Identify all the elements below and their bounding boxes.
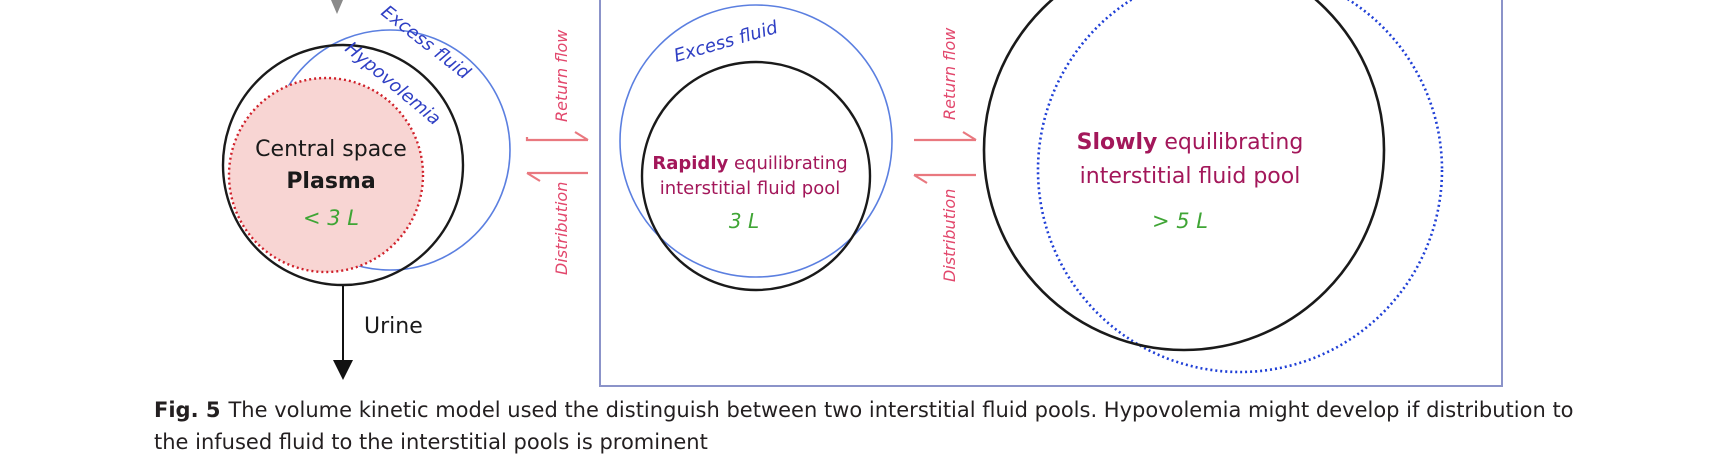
rapid-pool-volume: 3 L xyxy=(729,209,759,233)
distribution-label-left: Distribution xyxy=(552,182,571,275)
slow-pool-title: Slowly equilibrating xyxy=(1077,130,1304,155)
return-flow-arrow-right xyxy=(914,131,977,142)
urine-label: Urine xyxy=(364,314,423,339)
volume-kinetic-diagram: Excess fluid Hypovolemia Central space P… xyxy=(221,0,1503,387)
figure-caption-text: The volume kinetic model used the distin… xyxy=(154,398,1574,454)
exchange-right: Return flow Distribution xyxy=(913,27,977,282)
central-space-circle xyxy=(221,43,465,287)
plasma-label: Plasma xyxy=(286,169,375,194)
slow-pool: Slowly equilibrating interstitial fluid … xyxy=(982,0,1444,374)
return-flow-arrow-left xyxy=(525,131,589,142)
slow-pool-line2: interstitial fluid pool xyxy=(1080,164,1301,189)
distribution-label-right: Distribution xyxy=(940,189,959,282)
slow-pool-circle xyxy=(982,0,1386,352)
infusion-arrow xyxy=(331,0,343,14)
exchange-left: Return flow Distribution xyxy=(525,29,589,275)
rapid-excess-fluid-circle xyxy=(619,4,893,278)
return-flow-label-right: Return flow xyxy=(940,27,959,120)
rapid-pool-title: Rapidly equilibrating xyxy=(652,153,847,174)
distribution-arrow-right xyxy=(913,173,976,184)
central-space-title: Central space xyxy=(255,137,407,162)
central-volume-label: < 3 L xyxy=(303,206,359,230)
central-compartment: Excess fluid Hypovolemia Central space P… xyxy=(221,0,511,287)
distribution-arrow-left xyxy=(526,171,588,182)
rapid-excess-fluid-label: Excess fluid xyxy=(672,17,781,67)
slow-pool-volume: > 5 L xyxy=(1152,209,1208,233)
interstitial-frame xyxy=(599,0,1503,387)
rapid-pool-circle xyxy=(640,60,872,292)
plasma-circle xyxy=(227,76,425,274)
figure-label: Fig. 5 xyxy=(154,398,221,422)
slow-excess-fluid-circle xyxy=(1036,0,1444,374)
rapid-pool: Excess fluid Rapidly equilibrating inter… xyxy=(619,4,893,292)
rapid-pool-line2: interstitial fluid pool xyxy=(660,178,841,199)
return-flow-label-left: Return flow xyxy=(552,29,571,122)
